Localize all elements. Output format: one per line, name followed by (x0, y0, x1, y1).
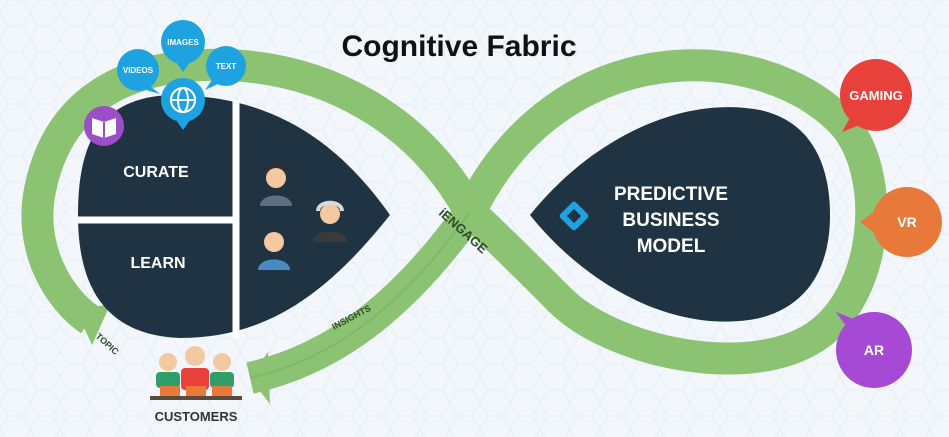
learn-label: LEARN (130, 255, 185, 272)
predictive-label: PREDICTIVE (614, 184, 728, 205)
woman-icon (260, 164, 292, 206)
ar-bubble (836, 312, 912, 388)
curate-label: CURATE (123, 164, 189, 181)
business-label: BUSINESS (622, 210, 719, 231)
customers-icon (150, 346, 242, 400)
diagram-title: Cognitive Fabric (341, 30, 576, 63)
vr-label: VR (897, 214, 916, 230)
videos-bubble (117, 49, 160, 94)
logo-icon (559, 201, 589, 231)
text-label: TEXT (216, 62, 237, 71)
model-label: MODEL (637, 236, 706, 257)
text-bubble (205, 46, 246, 90)
man-icon (258, 231, 290, 270)
customers-label: CUSTOMERS (155, 409, 238, 424)
vr-bubble (860, 187, 942, 257)
book-icon (84, 106, 124, 146)
ar-label: AR (864, 342, 884, 358)
videos-label: VIDEOS (123, 66, 154, 75)
elder-icon (313, 200, 347, 242)
gaming-label: GAMING (849, 88, 902, 103)
globe-icon (161, 78, 205, 130)
right-loop (530, 107, 830, 322)
gaming-bubble (840, 59, 912, 132)
images-bubble (161, 20, 205, 72)
images-label: IMAGES (167, 38, 199, 47)
